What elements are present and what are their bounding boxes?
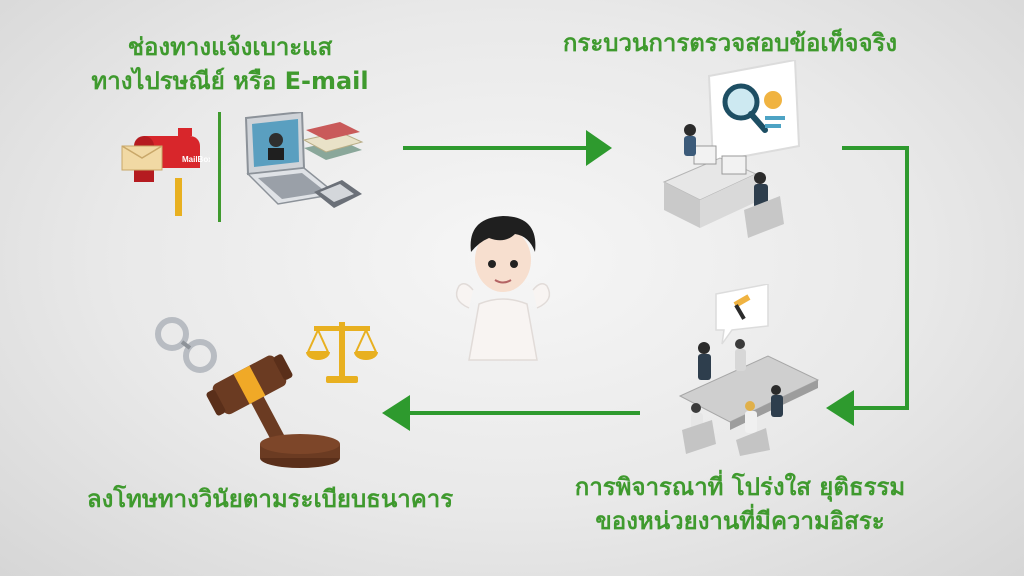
mailbox-icon: MailBox [120, 128, 210, 218]
step-label-line: การพิจารณาที่ โปร่งใส ยุติธรรม [574, 473, 906, 501]
step-label-line: ทางไปรษณีย์ หรือ E-mail [91, 67, 369, 95]
calculator-icon [312, 178, 364, 212]
step-label-consideration: การพิจารณาที่ โปร่งใส ยุติธรรม ของหน่วยง… [555, 470, 925, 538]
books-icon [300, 118, 366, 168]
mailbox-label: MailBox [182, 155, 210, 164]
step-label-line: กระบวนการตรวจสอบข้อเท็จจริง [562, 29, 898, 57]
step-label-line: ช่องทางแจ้งเบาะแส [127, 33, 333, 61]
step-label-line: ของหน่วยงานที่มีความอิสระ [595, 507, 885, 535]
gavel-icon [190, 334, 350, 474]
step-label-fact-finding: กระบวนการตรวจสอบข้อเท็จจริง [540, 26, 920, 60]
divider [218, 112, 221, 222]
character-icon [445, 212, 561, 362]
scales-icon [304, 316, 380, 386]
laptop-icon [232, 112, 372, 222]
meeting-icon [672, 336, 822, 456]
speech-bubble-icon [712, 284, 772, 348]
step-label-disciplinary-penalty: ลงโทษทางวินัยตามระเบียบธนาคาร [70, 482, 470, 516]
step-label-report-channels: ช่องทางแจ้งเบาะแส ทางไปรษณีย์ หรือ E-mai… [80, 30, 380, 98]
step-label-line: ลงโทษทางวินัยตามระเบียบธนาคาร [86, 485, 454, 513]
arrow-right [403, 130, 612, 166]
analysis-card-icon [703, 60, 803, 164]
arrow-down [826, 146, 909, 426]
arrow-left [382, 395, 640, 431]
office-workers-icon [660, 118, 790, 248]
handcuffs-icon [152, 312, 222, 378]
